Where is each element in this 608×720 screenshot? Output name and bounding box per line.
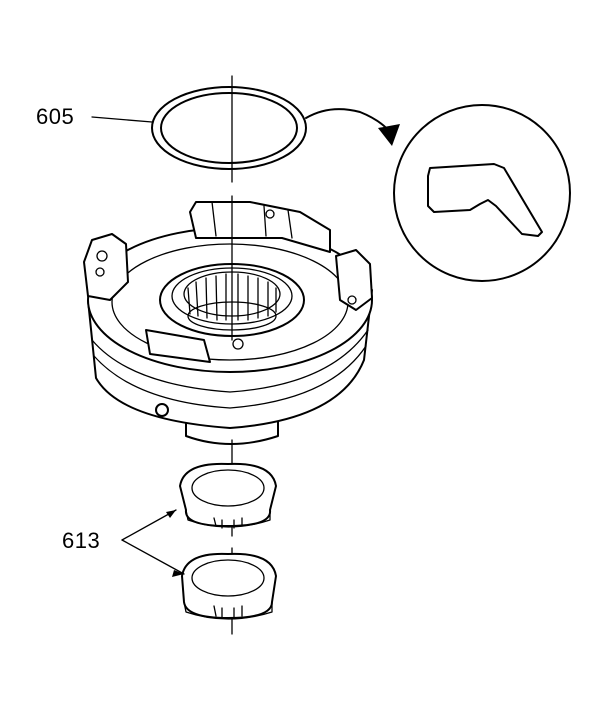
housing-left-boss	[83, 233, 129, 301]
thrust-race-lower	[181, 552, 277, 620]
callout-613: 613	[62, 528, 101, 553]
housing-side-port	[155, 403, 169, 417]
seal-ring-605	[151, 86, 307, 170]
housing-right-boss	[335, 249, 373, 311]
callout-605: 605	[36, 104, 75, 129]
thrust-race-upper	[179, 462, 277, 529]
curved-arrow-icon	[305, 108, 400, 146]
stator-housing	[83, 201, 373, 445]
housing-front-lug	[145, 329, 211, 363]
leader-605	[91, 116, 153, 123]
housing-rear-wall	[189, 201, 331, 253]
section-profile-magnifier-icon	[393, 104, 571, 282]
leader-613	[121, 509, 185, 577]
